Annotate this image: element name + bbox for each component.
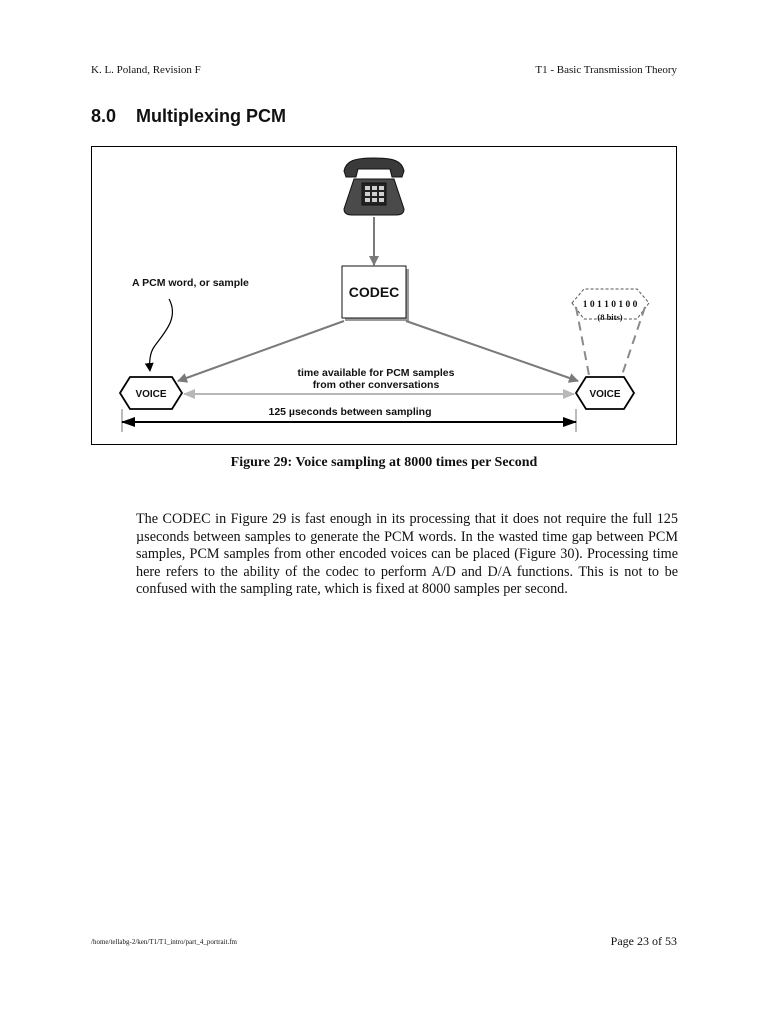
figure-29: CODEC A PCM word, or sample VOICE VOICE … [91, 146, 677, 445]
pcm-bits-note: (8 bits) [597, 312, 622, 322]
expand-line-left [575, 306, 590, 376]
codec-to-left-voice-arrow [177, 320, 345, 383]
time-available-line2: from other conversations [313, 379, 440, 391]
telephone-icon [343, 157, 405, 216]
footer-page-number: Page 23 of 53 [610, 934, 677, 948]
footer-file-path: /home/tellabg-2/ken/T1/T1_intro/part_4_p… [91, 938, 237, 946]
voice-sampling-diagram: CODEC A PCM word, or sample VOICE VOICE … [118, 157, 650, 432]
time-available-line1: time available for PCM samples [298, 367, 455, 379]
header-author: K. L. Poland, Revision F [91, 64, 201, 76]
codec-to-right-voice-arrow [405, 320, 579, 383]
interval-label: 125 µseconds between sampling [268, 406, 431, 418]
expand-line-right [621, 306, 646, 376]
body-paragraph: The CODEC in Figure 29 is fast enough in… [136, 511, 678, 598]
pcm-word-hexagon [571, 288, 650, 320]
voice-right-label: VOICE [589, 389, 620, 400]
voice-left-hexagon [118, 376, 184, 410]
pcm-word-pointer [144, 298, 174, 372]
figure-caption: Figure 29: Voice sampling at 8000 times … [230, 455, 538, 470]
section-title: Multiplexing PCM [136, 106, 286, 126]
pcm-bits-value: 1 0 1 1 0 1 0 0 [583, 300, 638, 310]
section-heading: 8.0 Multiplexing PCM [91, 106, 286, 127]
pcm-word-label: A PCM word, or sample [132, 277, 249, 289]
codec-box [341, 265, 407, 319]
voice-left-label: VOICE [135, 389, 166, 400]
voice-right-hexagon [574, 376, 636, 410]
codec-label: CODEC [349, 284, 400, 300]
header-title: T1 - Basic Transmission Theory [535, 64, 677, 76]
section-number: 8.0 [91, 106, 117, 126]
